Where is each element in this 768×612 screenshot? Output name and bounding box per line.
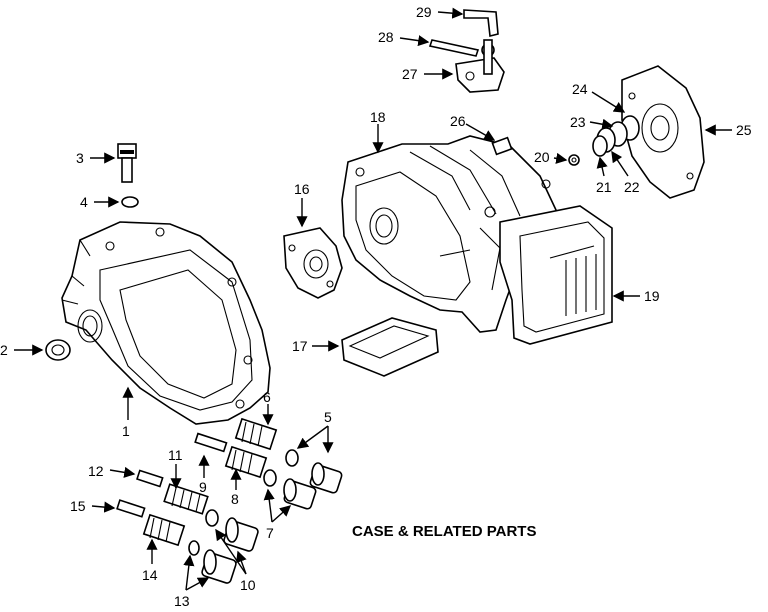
plug-14 <box>142 513 186 547</box>
o-ring-7a <box>263 469 277 487</box>
callout-labels: 1 2 3 4 5 6 7 8 9 10 11 12 13 14 15 16 1… <box>0 4 752 609</box>
oil-seal-2 <box>45 339 71 361</box>
callout-17: 17 <box>292 338 308 354</box>
o-ring-5 <box>285 449 299 467</box>
callout-25: 25 <box>736 122 752 138</box>
lever-28 <box>428 39 495 75</box>
callout-18: 18 <box>370 109 386 125</box>
plug-8 <box>224 445 268 479</box>
callout-13: 13 <box>174 593 190 609</box>
callout-12: 12 <box>88 463 104 479</box>
cup-13 <box>201 549 237 584</box>
callout-2: 2 <box>0 342 8 358</box>
ring-21 <box>592 135 608 157</box>
diagram-caption: CASE & RELATED PARTS <box>352 523 536 540</box>
callout-10: 10 <box>240 577 256 593</box>
plug-12 <box>136 469 164 488</box>
o-ring-10a <box>205 509 219 527</box>
callout-16: 16 <box>294 181 310 197</box>
callout-28: 28 <box>378 29 394 45</box>
converter-housing <box>61 221 271 425</box>
callout-20: 20 <box>534 149 550 165</box>
callout-22: 22 <box>624 179 640 195</box>
connector-26 <box>491 136 513 156</box>
callout-9: 9 <box>199 479 207 495</box>
cup-7 <box>283 478 317 510</box>
callout-26: 26 <box>450 113 466 129</box>
plug-9 <box>194 432 228 453</box>
callout-24: 24 <box>572 81 588 97</box>
callout-11: 11 <box>168 447 183 463</box>
callout-8: 8 <box>231 491 239 507</box>
callout-6: 6 <box>263 389 271 405</box>
callout-27: 27 <box>402 66 418 82</box>
callout-3: 3 <box>76 150 84 166</box>
callout-21: 21 <box>596 179 612 195</box>
callout-23: 23 <box>570 114 586 130</box>
end-cover-25 <box>621 65 705 199</box>
cup-5 <box>309 462 343 494</box>
plug-15 <box>116 499 146 518</box>
callout-19: 19 <box>644 288 660 304</box>
plug-6 <box>234 417 278 451</box>
leader-lines <box>14 7 732 591</box>
o-ring-13a <box>188 540 200 556</box>
clip-29 <box>463 9 499 37</box>
plug-20 <box>568 154 580 166</box>
callout-29: 29 <box>416 4 432 20</box>
speed-sensor-3 <box>117 143 137 183</box>
plug-11 <box>163 483 209 515</box>
pump-cover-16 <box>283 227 343 299</box>
cup-10 <box>223 517 259 552</box>
callout-5: 5 <box>324 409 332 425</box>
callout-4: 4 <box>80 194 88 210</box>
oil-filter-17 <box>341 317 439 377</box>
callout-1: 1 <box>122 423 130 439</box>
oil-pan-19 <box>499 205 613 345</box>
o-ring-4 <box>121 196 139 208</box>
callout-14: 14 <box>142 567 158 583</box>
callout-7: 7 <box>266 525 274 541</box>
callout-15: 15 <box>70 498 86 514</box>
bracket-27 <box>455 57 505 93</box>
